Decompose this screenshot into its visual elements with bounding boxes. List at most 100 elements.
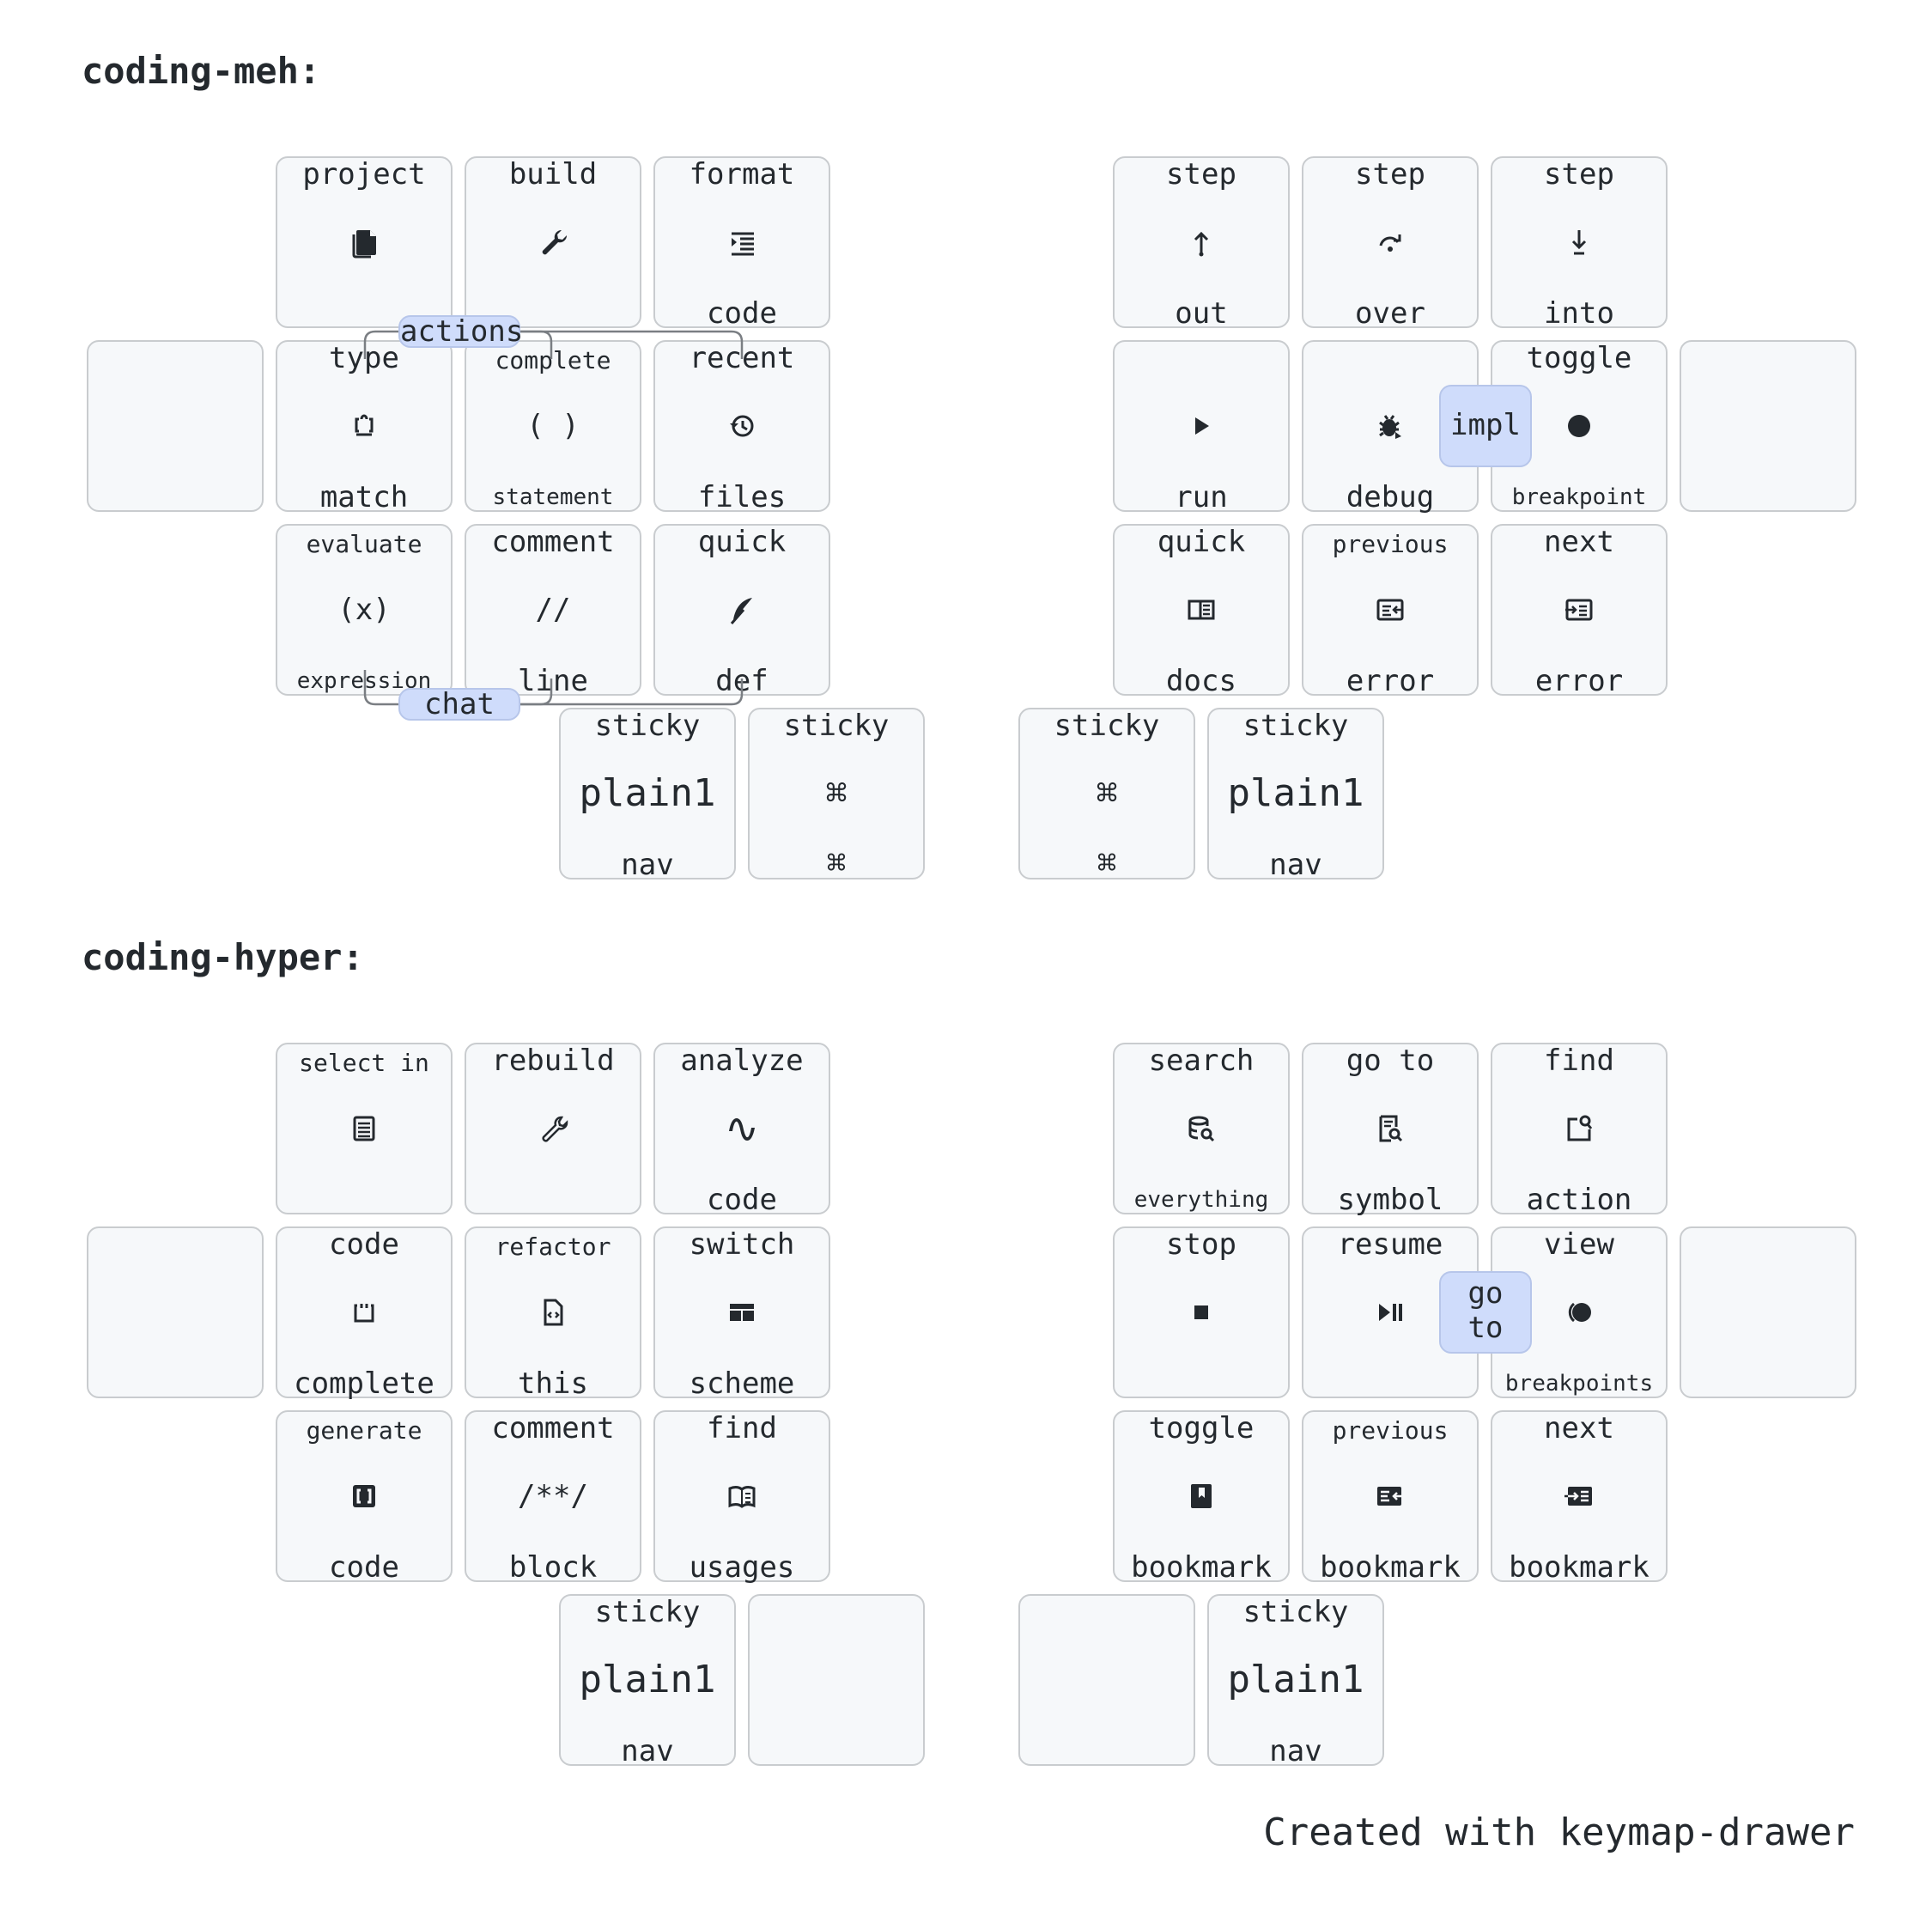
key-center-label: plain1 — [579, 771, 716, 815]
key-r3: stop — [1113, 1226, 1290, 1398]
key-center-label: ⌘ — [825, 772, 848, 814]
key-bottom-label: complete — [294, 1366, 434, 1401]
key-bottom-label: docs — [1166, 664, 1236, 698]
key-top-label: sticky — [594, 709, 701, 743]
key-top-label: previous — [1332, 1416, 1449, 1445]
key-l1: rebuild — [465, 1043, 641, 1214]
combo-go-to-label-2: to — [1467, 1311, 1504, 1345]
feather-icon — [655, 593, 829, 627]
key-top-label: analyze — [680, 1044, 804, 1078]
format-indent-icon — [655, 225, 829, 259]
key-bottom-label: error — [1346, 664, 1435, 698]
bug-icon — [1303, 409, 1477, 443]
key-bottom-label: nav — [621, 848, 674, 882]
key-bottom-label: def — [715, 664, 769, 698]
key-top-label: format — [689, 157, 795, 192]
key-l9: quick def — [653, 524, 830, 696]
code-complete-icon — [277, 1295, 451, 1330]
key-top-label: toggle — [1526, 341, 1632, 375]
combo-chat: chat — [398, 688, 520, 721]
key-top-label: view — [1544, 1227, 1614, 1262]
search-db-icon — [1115, 1111, 1288, 1146]
search-doc-icon — [1303, 1111, 1477, 1146]
prev-error-icon — [1303, 593, 1477, 627]
play-pause-icon — [1303, 1295, 1477, 1330]
key-top-label: complete — [495, 346, 611, 374]
key-top-label: quick — [1157, 525, 1246, 559]
key-top-label: rebuild — [491, 1044, 615, 1078]
key-top-label: evaluate — [306, 530, 422, 558]
key-top-label: sticky — [594, 1595, 701, 1629]
key-bottom-label: code — [329, 1550, 399, 1585]
key-r6 — [1680, 1226, 1856, 1398]
key-center-label: // — [535, 593, 571, 627]
doc-filled-icon — [277, 225, 451, 259]
key-bottom-label: bookmark — [1320, 1550, 1461, 1585]
key-bottom-label: run — [1175, 480, 1228, 514]
key-r6 — [1680, 340, 1856, 512]
layer-title: coding-hyper: — [82, 936, 364, 978]
key-top-label: sticky — [1242, 1595, 1349, 1629]
wrench-outline-icon — [466, 1111, 640, 1146]
layer-title: coding-meh: — [82, 50, 321, 92]
key-r4: debug — [1302, 340, 1479, 512]
scheme-icon — [655, 1295, 829, 1330]
key-center-label: plain1 — [1227, 1658, 1364, 1701]
key-l1: build — [465, 156, 641, 328]
key-t1: sticky⌘⌘ — [748, 708, 925, 879]
bookmark-icon — [1115, 1479, 1288, 1513]
key-top-label: stop — [1166, 1227, 1236, 1262]
key-l0: select in — [276, 1043, 453, 1214]
key-bottom-label: block — [508, 1550, 598, 1585]
step-over-icon — [1303, 225, 1477, 259]
key-l5: complete( )statement — [465, 340, 641, 512]
key-t3: sticky plain1 nav — [1207, 1594, 1384, 1766]
key-bottom-label: ⌘ — [826, 844, 847, 882]
combo-impl: impl — [1439, 385, 1532, 467]
key-top-label: quick — [697, 525, 787, 559]
key-bottom-label: scheme — [689, 1366, 795, 1401]
key-top-label: comment — [491, 1411, 615, 1445]
key-bottom-label: ⌘ — [1097, 844, 1117, 882]
key-top-label: sticky — [1054, 709, 1160, 743]
key-top-label: previous — [1332, 530, 1449, 558]
file-code-icon — [466, 1295, 640, 1330]
play-icon — [1115, 409, 1288, 443]
key-bottom-label: debug — [1346, 480, 1435, 514]
key-l3 — [87, 340, 264, 512]
breakpoints-icon — [1492, 1295, 1666, 1330]
key-center-label: plain1 — [1227, 771, 1364, 815]
key-bottom-label: code — [707, 1183, 777, 1217]
key-bottom-label: action — [1526, 1183, 1632, 1217]
key-bottom-label: into — [1544, 296, 1614, 331]
key-bottom-label: nav — [1269, 1734, 1322, 1768]
circle-icon — [1492, 409, 1666, 443]
key-bottom-label: nav — [621, 1734, 674, 1768]
arrow-up-icon — [1115, 225, 1288, 259]
key-l7: evaluate(x)expression — [276, 524, 453, 696]
history-icon — [655, 409, 829, 443]
combo-actions: actions — [398, 314, 524, 349]
key-l3 — [87, 1226, 264, 1398]
key-top-label: next — [1544, 525, 1614, 559]
key-l2: analyze∿code — [653, 1043, 830, 1214]
key-t2 — [1018, 1594, 1195, 1766]
key-top-label: step — [1166, 157, 1236, 192]
key-top-label: project — [302, 157, 426, 192]
stop-icon — [1115, 1295, 1288, 1330]
key-r8: previous error — [1302, 524, 1479, 696]
key-t2: sticky⌘⌘ — [1018, 708, 1195, 879]
